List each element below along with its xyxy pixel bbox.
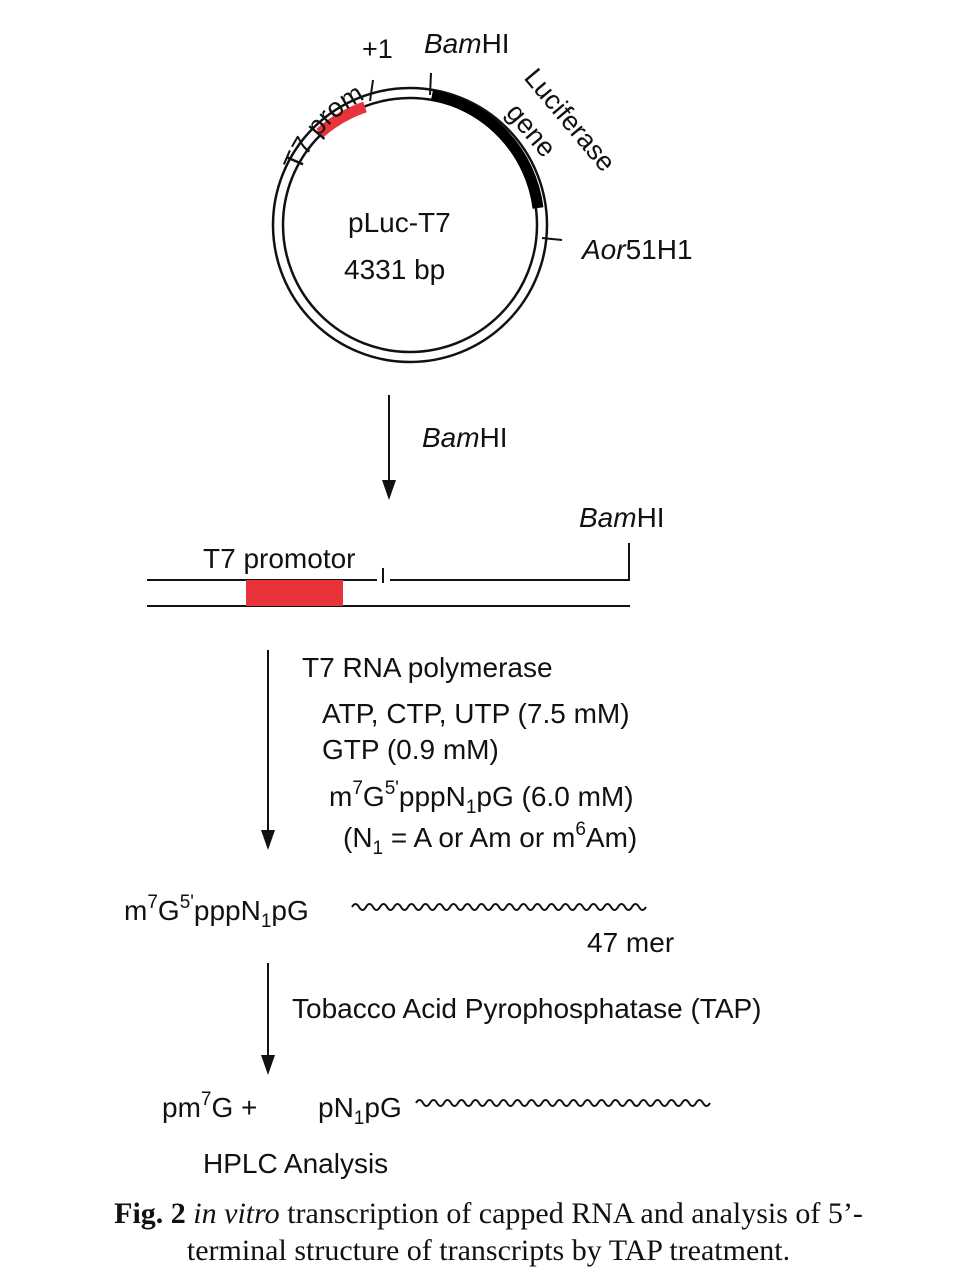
template-bamhi-label: BamHI [579,502,665,533]
plasmid-inner-ring [281,96,539,354]
transcription-step: T7 RNA polymerase ATP, CTP, UTP (7.5 mM)… [261,650,637,859]
caption-italic: in vitro [193,1197,280,1230]
transcription-diagram: pLuc-T7 4331 bp T7 promotor +1 BamHI Luc… [0,0,762,1179]
promoter-segment [316,101,367,138]
released-cap-label: pm7G + [162,1089,257,1123]
plasmid-aor51h1-label: Aor51H1 [580,234,693,265]
aor51h1-tick [541,237,563,241]
plus1-label: +1 [362,34,393,64]
plasmid-name: pLuc-T7 [348,207,451,238]
luciferase-gene-segment [430,89,544,209]
capped-transcript-label: m7G5'pppN1pG [124,892,309,932]
polymerase-label: T7 RNA polymerase [302,652,553,683]
hplc-analysis-label: HPLC Analysis [203,1148,388,1179]
digest-enzyme-label: BamHI [422,422,508,453]
n1-definition-label: (N1 = A or Am or m6Am) [343,819,637,859]
arrow-1-head [382,480,396,500]
ntp-concentration-label: ATP, CTP, UTP (7.5 mM) [322,698,630,729]
decapped-rna-label: pN1pG [318,1092,402,1129]
caption-text-2: terminal structure of transcripts by TAP… [186,1234,791,1267]
decapped-rna-wave [415,1099,711,1107]
plasmid-promoter-label: T7 promotor [0,0,368,174]
figure-number: Fig. 2 [114,1197,186,1230]
figure-caption-line1: Fig. 2 in vitro transcription of capped … [0,1196,977,1232]
gtp-concentration-label: GTP (0.9 mM) [322,734,499,765]
plus1-tick [369,79,374,102]
plasmid-outer-ring [271,86,549,364]
cap-analog-label: m7G5'pppN1pG (6.0 mM) [329,778,634,818]
tap-products: pm7G + pN1pG HPLC Analysis [162,1089,711,1179]
linear-template: T7 promotor BamHI [147,502,665,607]
template-promoter-label: T7 promotor [203,543,356,574]
bamhi-tick [429,72,432,96]
transcript-length-label: 47 mer [587,927,674,958]
bamhi-digest-step: BamHI [382,395,508,500]
template-promoter-segment [246,580,343,606]
capped-transcript: m7G5'pppN1pG 47 mer [124,892,674,958]
arrow-2-head [261,830,275,850]
plasmid-size: 4331 bp [344,254,445,285]
tap-enzyme-label: Tobacco Acid Pyrophosphatase (TAP) [292,993,762,1024]
transcript-rna-wave [351,903,647,911]
caption-text-1: transcription of capped RNA and analysis… [279,1197,863,1230]
plasmid-map: pLuc-T7 4331 bp T7 promotor +1 BamHI Luc… [0,0,693,364]
arrow-3-head [261,1055,275,1075]
figure-caption-line2: terminal structure of transcripts by TAP… [0,1233,977,1269]
plasmid-bamhi-label: BamHI [424,28,510,59]
tap-step: Tobacco Acid Pyrophosphatase (TAP) [261,963,762,1075]
